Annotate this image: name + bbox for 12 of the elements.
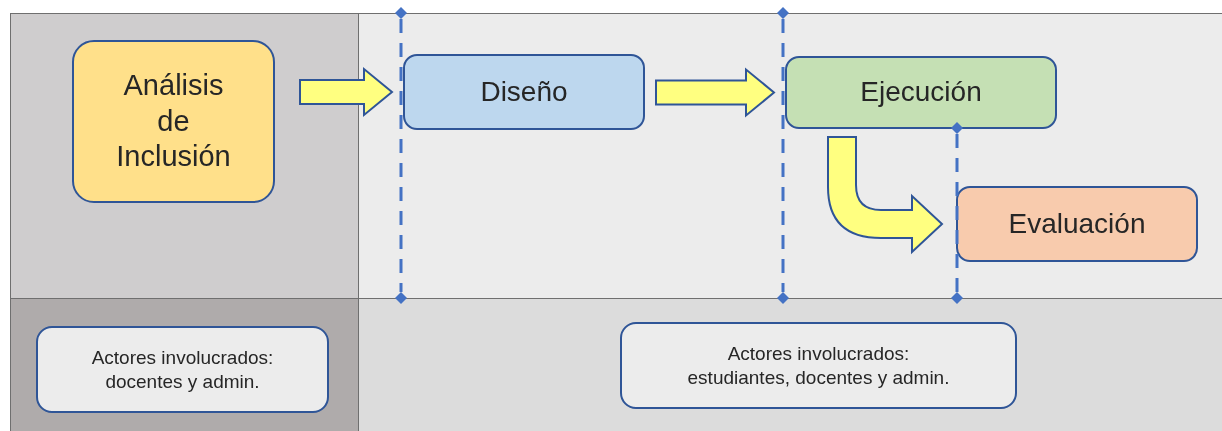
box-label: Ejecución bbox=[860, 75, 982, 110]
box-label: Actores involucrados: estudiantes, docentes y admin. bbox=[686, 342, 951, 389]
box-label: Evaluación bbox=[1008, 206, 1146, 241]
box-label: Diseño bbox=[480, 74, 568, 109]
process-box bbox=[403, 54, 645, 130]
box-label: Actores involucrados: docentes y admin. bbox=[90, 346, 275, 393]
process-box bbox=[956, 186, 1198, 262]
process-box bbox=[620, 322, 1017, 409]
box-label: Análisis de Inclusión bbox=[115, 68, 232, 175]
process-box bbox=[72, 40, 275, 203]
process-box bbox=[785, 56, 1057, 129]
process-box bbox=[36, 326, 329, 413]
